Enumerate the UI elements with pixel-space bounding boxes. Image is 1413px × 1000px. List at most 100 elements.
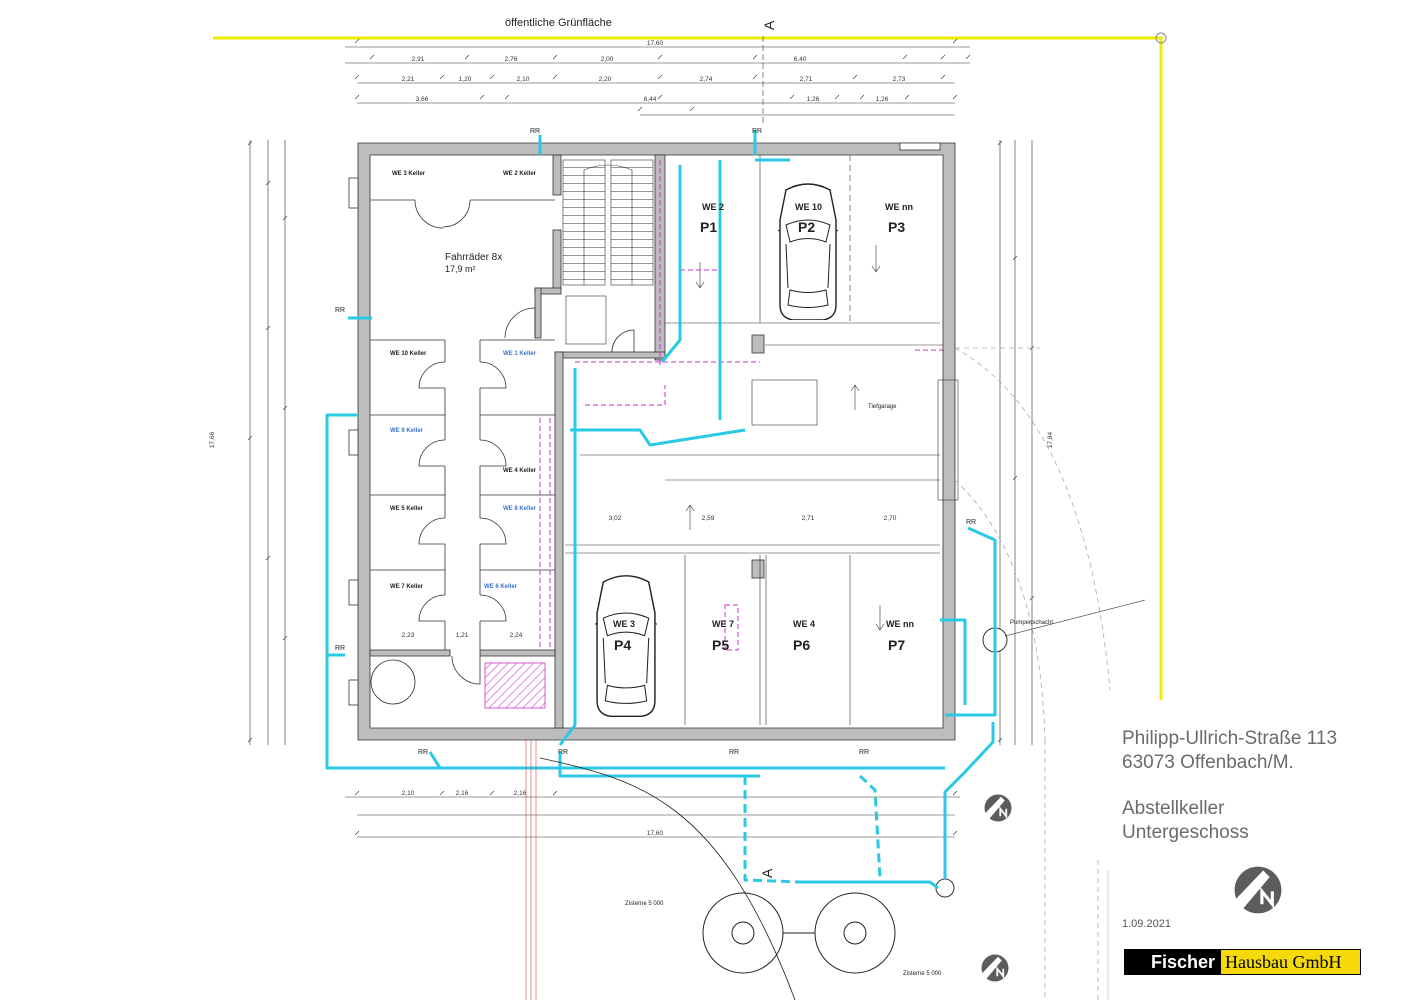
rain-pipe-label: RR [335, 307, 345, 314]
north-arrow-icon [983, 793, 1013, 823]
dim-top-2-d: 2,20 [599, 76, 612, 83]
rain-pipe-label: RR [558, 749, 568, 756]
garage-label: Tiefgarage [868, 404, 897, 410]
company-name-rest: Hausbau GmbH [1221, 950, 1360, 974]
dim-bottom-total: 17,60 [647, 830, 664, 837]
exhaust-notice-box [751, 379, 818, 426]
dim-top-1-a: 2,91 [412, 56, 425, 63]
dim-cellar-c: 2,24 [510, 632, 523, 639]
shaft-hatch [484, 662, 546, 709]
parking-unit: WE 7 [712, 619, 734, 629]
terrain-vertical [1044, 740, 1099, 1000]
dim-top-1-b: 2,76 [505, 56, 518, 63]
window-shaft [348, 579, 359, 606]
cellar-label: WE 7 Keller [390, 584, 424, 590]
pipe-interior-drain [558, 368, 577, 746]
dimension-line-top [345, 46, 970, 116]
cellar-double-door [414, 199, 471, 229]
window-shafts [348, 142, 941, 706]
pipe-stub-left [428, 751, 442, 769]
dim-bottom-b: 2,16 [456, 790, 469, 797]
garage-markings [565, 155, 959, 725]
dim-garage-d: 2,70 [884, 515, 897, 522]
dimension-line-bottom [345, 796, 960, 838]
lock-wall-side [534, 287, 542, 339]
pipe-cistern [800, 880, 939, 890]
pipe-dashed-right [858, 774, 882, 879]
direction-arrows [685, 245, 885, 631]
lower-room-wall-right [479, 649, 556, 657]
terrain-lines [954, 347, 1111, 1000]
emergency-exit-box [937, 379, 959, 501]
cistern-left [702, 892, 784, 974]
dim-cellar-a: 2,23 [402, 632, 415, 639]
parking-space: P5 [712, 637, 729, 653]
property-boundary [213, 36, 1163, 700]
dim-top-2-a: 2,21 [402, 76, 415, 83]
dim-top-2-f: 2,71 [800, 76, 813, 83]
parking-unit: WE 4 [793, 619, 815, 629]
lock-door [611, 329, 635, 353]
stair-wall-left-lower [552, 229, 562, 291]
parking-space: P3 [888, 219, 905, 235]
dim-left-total: 17,66 [209, 431, 216, 448]
dim-top-1-d: 6,40 [794, 56, 807, 63]
dim-cellar-b: 1,21 [456, 632, 469, 639]
rain-pipe-label: RR [729, 749, 739, 756]
parking-space: P2 [798, 219, 815, 235]
cellar-label: WE 10 Keller [390, 351, 427, 357]
vent-line-horizontal [575, 361, 760, 406]
window-shaft [899, 142, 941, 151]
dim-garage-b: 2,59 [702, 515, 715, 522]
vent-line-cellar [539, 418, 551, 650]
dimension-ticks-top [354, 38, 971, 112]
dimension-line-left [249, 140, 286, 745]
dim-bottom-c: 2,16 [514, 790, 527, 797]
north-arrow-icon [980, 953, 1010, 983]
driveway-lines [565, 344, 943, 546]
rain-pipe-label: RR [335, 645, 345, 652]
supply-line-curve [539, 757, 796, 1000]
cellar-label: WE 2 Keller [503, 171, 537, 177]
bike-room-area: 17,9 m² [445, 264, 476, 274]
staircase [562, 159, 654, 345]
section-marker-bottom: A [759, 868, 775, 878]
garage-column [751, 559, 765, 579]
vent-line-top [680, 269, 945, 351]
dim-top-1-c: 2,00 [601, 56, 614, 63]
lower-room-wall-left [369, 649, 451, 657]
boundary-corner-marker [1155, 32, 1167, 44]
pump-leader-line [1004, 599, 1146, 637]
north-arrow-icon [1233, 865, 1283, 915]
stair-landing-lift [565, 295, 607, 345]
cistern-label: Zisterne 5 000 [903, 971, 942, 977]
pipe-dashed-down [743, 776, 801, 884]
plan-level: Untergeschoss [1122, 822, 1249, 843]
dim-top-2-b: 1,20 [459, 76, 472, 83]
dim-bottom-a: 2,10 [402, 790, 415, 797]
cistern-right-cover [843, 921, 867, 945]
pump-label: Pumpenschacht [1010, 620, 1053, 626]
dim-top-2-g: 2,73 [893, 76, 906, 83]
cistern-label: Zisterne 5 000 [625, 901, 664, 907]
lock-wall-bottom [554, 351, 666, 359]
cellar-doors-left [418, 361, 446, 622]
company-logo: Fischer Hausbau GmbH [1124, 949, 1361, 975]
pipe-main-trunk [325, 413, 945, 770]
pipe-pump [940, 618, 967, 705]
address-street: Philipp-Ullrich-Straße 113 [1122, 728, 1338, 749]
parking-unit: WE 10 [795, 202, 822, 212]
parking-unit: WE 3 [613, 619, 635, 629]
parking-unit: WE nn [886, 619, 914, 629]
ventilation-lines [539, 160, 945, 651]
window-shaft [348, 177, 359, 209]
bike-room-door [504, 307, 536, 339]
parking-space: P6 [793, 637, 810, 653]
cistern-left-cover [731, 921, 755, 945]
water-pipes [325, 130, 997, 890]
cellar-label: WE 4 Keller [503, 468, 537, 474]
bike-room-name: Fahrräder 8x [445, 252, 502, 263]
pipe-secondary [558, 752, 760, 778]
parking-space: P1 [700, 219, 717, 235]
manhole [935, 878, 955, 898]
